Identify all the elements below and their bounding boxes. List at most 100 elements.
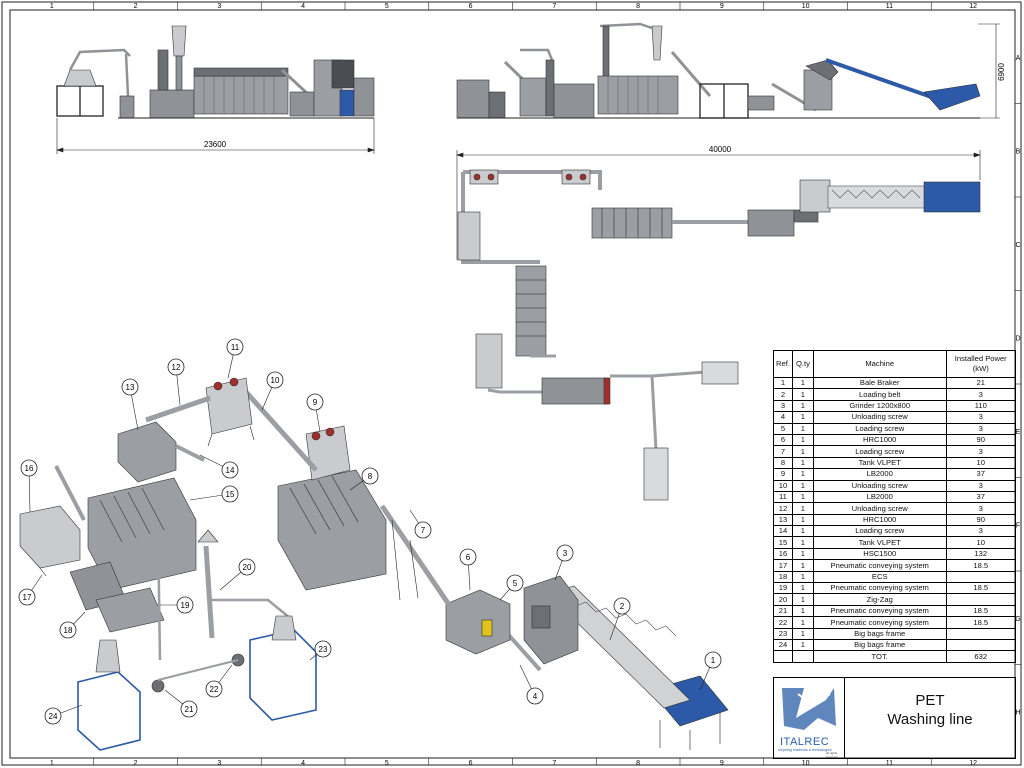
bom-ref-cell: 19 [773,582,793,595]
bom-power-cell [945,593,1017,606]
grid-column-label: 8 [636,760,640,767]
bom-machine-cell: Pneumatic conveying system [812,616,947,629]
bom-qty-cell: 1 [791,638,814,652]
callout-number: 5 [513,579,518,588]
callout-number: 1 [711,656,716,665]
callout-number: 7 [421,526,426,535]
bom-qty-cell: 1 [791,513,814,527]
bom-ref-cell: 20 [773,593,793,606]
callout-bubble [226,338,244,356]
bom-qty-cell: 1 [791,536,814,549]
bom-qty-cell: 1 [791,433,814,447]
callout-number: 14 [226,466,235,475]
bom-machine-cell: LB2000 [812,490,947,504]
bom-power-cell: 3 [945,445,1017,458]
grid-column-label: 10 [802,760,810,767]
bom-machine-cell: Loading screw [812,445,947,458]
grid-row-label: D [1015,335,1020,342]
bom-machine-cell: HRC1000 [812,433,947,447]
bom-machine-cell: Big bags frame [812,627,947,641]
callout-bubble [221,485,239,503]
company-logo: ITALREC recycling machines & technologie… [774,678,845,759]
bom-machine-cell: HRC1000 [812,513,947,527]
bom-qty-cell: 1 [791,411,814,424]
bom-power-cell: 90 [945,513,1017,527]
callout-number: 11 [231,343,240,352]
callout-bubble [121,378,139,396]
bom-power-cell: 110 [945,399,1017,413]
bom-ref-cell: 9 [773,468,793,481]
bom-machine-cell: Tank VLPET [812,536,947,549]
grid-column-label: 11 [886,760,893,767]
callout-bubble [306,393,324,411]
bom-machine-cell: Loading screw [812,422,947,435]
grid-column-label: 12 [969,3,977,10]
bom-qty-cell: 1 [791,445,814,458]
side-elevation-right [456,22,981,119]
grid-column-label: 9 [720,3,724,10]
callout-number: 24 [49,712,58,721]
logo-name: ITALREC [780,736,830,748]
bom-qty-cell: 1 [791,479,814,492]
bom-header-qty: Q.ty [791,350,814,378]
grid-row-label: G [1015,616,1020,623]
bom-ref-cell: 15 [773,536,793,549]
bom-qty-cell: 1 [791,376,814,390]
bom-qty-cell: 1 [791,604,814,618]
grid-row-label: H [1015,709,1020,716]
bom-qty-cell: 1 [791,593,814,606]
callout-bubble [18,588,36,606]
callout-number: 19 [181,601,190,610]
logo-copyright: all rights reserved [826,751,838,759]
bom-qty-cell: 1 [791,388,814,401]
grid-column-label: 6 [469,760,473,767]
bom-ref-cell: 3 [773,399,793,413]
callout-bubble [176,596,194,614]
bom-power-cell: 18.5 [945,582,1017,595]
bom-total-label: TOT. [812,650,947,663]
bom-power-cell: 37 [945,490,1017,504]
bom-machine-cell: Unloading screw [812,502,947,515]
dimension-6900: 6900 [997,63,1006,81]
dimension-side [56,118,375,154]
grid-row-label: F [1016,522,1020,529]
callout-number: 4 [533,692,538,701]
callout-number: 18 [64,626,73,635]
bom-machine-cell: Zig-Zag [812,593,947,606]
bom-qty-cell: 1 [791,502,814,515]
bom-header: Ref. Q.ty Machine Installed Power (kW) [773,350,1017,378]
grid-column-label: 4 [301,760,305,767]
bom-power-cell: 3 [945,479,1017,492]
bom-ref-cell: 8 [773,456,793,470]
grid-row-label: E [1016,429,1021,436]
plan-view [457,169,981,501]
bom-qty-cell: 1 [791,468,814,481]
bom-ref-cell: 21 [773,604,793,618]
callout-number: 3 [563,549,568,558]
bom-power-cell: 18.5 [945,616,1017,629]
grid-column-label: 7 [552,760,556,767]
callout-number: 16 [25,464,34,473]
callout-number: 10 [271,376,280,385]
bom-ref-cell: 17 [773,559,793,572]
grid-column-label: 2 [134,3,138,10]
grid-column-label: 7 [552,3,556,10]
callout-number: 23 [319,645,328,654]
bom-header-power: Installed Power (kW) [945,350,1017,378]
bom-qty-cell: 1 [791,547,814,561]
callout-number: 2 [620,602,625,611]
